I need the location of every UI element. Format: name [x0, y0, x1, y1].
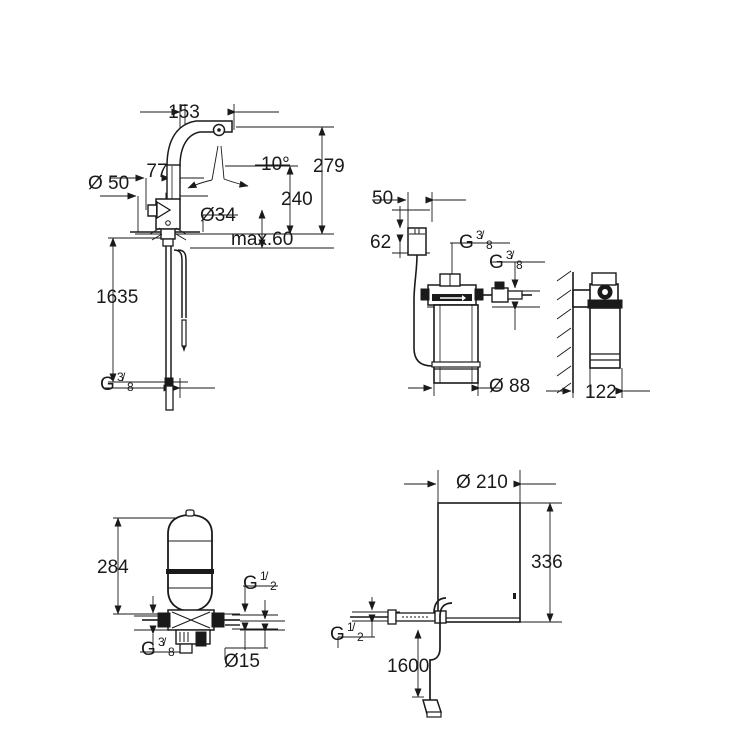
svg-text:/: /: [511, 248, 515, 262]
dim-faucet-max-deck-thickness: max.60: [231, 229, 293, 250]
svg-text:3: 3: [117, 370, 124, 384]
svg-text:8: 8: [486, 238, 493, 252]
svg-text:/: /: [481, 228, 485, 242]
svg-text:G: G: [141, 639, 156, 660]
dim-co2-outlet-thread: G 1 / 2: [243, 569, 277, 594]
dim-faucet-base-diameter: Ø 50: [88, 173, 129, 194]
svg-text:G: G: [100, 374, 115, 395]
svg-text:G: G: [330, 624, 345, 645]
svg-text:G: G: [489, 252, 504, 273]
dim-filter-inlet-thread: G 3 / 8: [459, 228, 493, 253]
svg-text:8: 8: [516, 258, 523, 272]
svg-text:3: 3: [506, 248, 513, 262]
dim-filter-outlet-thread: G 3 / 8: [489, 248, 523, 273]
svg-text:1: 1: [347, 620, 354, 634]
dim-faucet-body-width: 77: [146, 161, 167, 182]
dim-co2-inlet-thread: G 3 / 8: [141, 635, 175, 660]
co2-tank-view: [113, 509, 285, 660]
svg-text:G: G: [459, 232, 474, 253]
svg-text:3: 3: [158, 635, 165, 649]
dim-filter-control-height: 62: [370, 232, 391, 253]
dim-faucet-supply-thread: G 3 / 8: [100, 370, 134, 395]
dim-cooler-diameter: Ø 210: [456, 472, 508, 493]
dim-faucet-spout-diameter: Ø34: [200, 205, 236, 226]
svg-text:/: /: [265, 569, 269, 583]
svg-text:1: 1: [260, 569, 267, 583]
dim-co2-pipe-diameter: Ø15: [224, 651, 260, 672]
dim-filter-control-offset: 50: [372, 188, 393, 209]
dim-filter-cartridge-diameter: Ø 88: [489, 376, 530, 397]
cooler-view: [337, 470, 562, 718]
dim-co2-total-height: 284: [97, 557, 129, 578]
svg-text:/: /: [163, 635, 167, 649]
faucet-view: [100, 104, 334, 411]
dim-filter-wall-depth: 122: [585, 382, 617, 403]
filter-head-view: [372, 192, 545, 396]
dim-faucet-spout-angle: 10°: [261, 154, 290, 175]
svg-text:3: 3: [476, 228, 483, 242]
svg-text:/: /: [352, 620, 356, 634]
svg-text:/: /: [122, 370, 126, 384]
dim-faucet-spout-height: 240: [281, 189, 313, 210]
dim-faucet-total-height: 279: [313, 156, 345, 177]
svg-text:2: 2: [357, 630, 364, 644]
dim-cooler-supply-thread: G 1 / 2: [330, 620, 364, 645]
dim-faucet-spout-reach: 153: [168, 102, 200, 123]
svg-text:8: 8: [127, 380, 134, 394]
svg-text:G: G: [243, 573, 258, 594]
dim-cooler-height: 336: [531, 552, 563, 573]
dim-faucet-hose-length: 1635: [96, 287, 138, 308]
dim-cooler-cable-length: 1600: [387, 656, 429, 677]
filter-wall-view: [546, 270, 650, 398]
svg-text:8: 8: [168, 645, 175, 659]
svg-text:2: 2: [270, 579, 277, 593]
